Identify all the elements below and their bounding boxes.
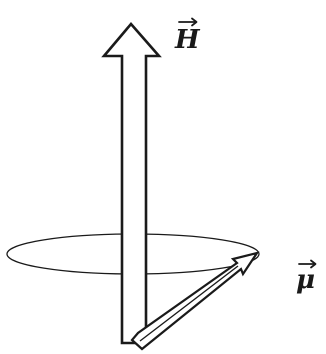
moment-vector-shading (139, 265, 239, 342)
moment-vector-arrow (130, 251, 260, 351)
moment-label: μ (296, 259, 317, 295)
moment-label-text: μ (296, 265, 315, 295)
field-label: H (174, 17, 201, 55)
field-label-vector-mark (178, 17, 198, 27)
field-vector-arrow (101, 22, 162, 345)
field-label-text: H (174, 25, 201, 55)
moment-label-vector-mark (298, 259, 317, 269)
